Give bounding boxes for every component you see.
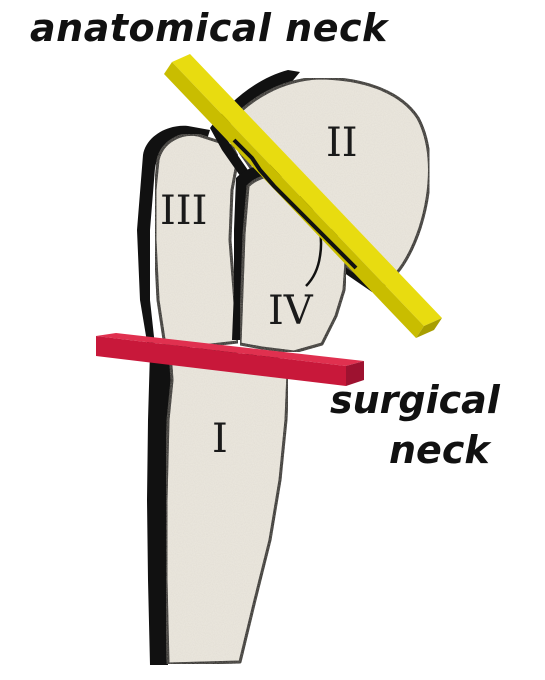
label-fragment-head: II <box>326 120 358 166</box>
shaft-bone <box>166 348 288 664</box>
greater-tuberosity-bone <box>155 134 238 346</box>
surgical-neck-label-line1: surgical <box>330 378 500 422</box>
label-fragment-lesser-tuberosity: IV <box>268 288 314 334</box>
label-fragment-greater-tuberosity: III <box>160 188 207 234</box>
fragment-greater-tuberosity <box>137 126 238 348</box>
surgical-neck-label-line2: neck <box>389 428 490 472</box>
fragment-shaft <box>147 348 288 665</box>
anatomical-neck-label: anatomical neck <box>30 6 388 50</box>
label-fragment-shaft: I <box>212 416 228 462</box>
